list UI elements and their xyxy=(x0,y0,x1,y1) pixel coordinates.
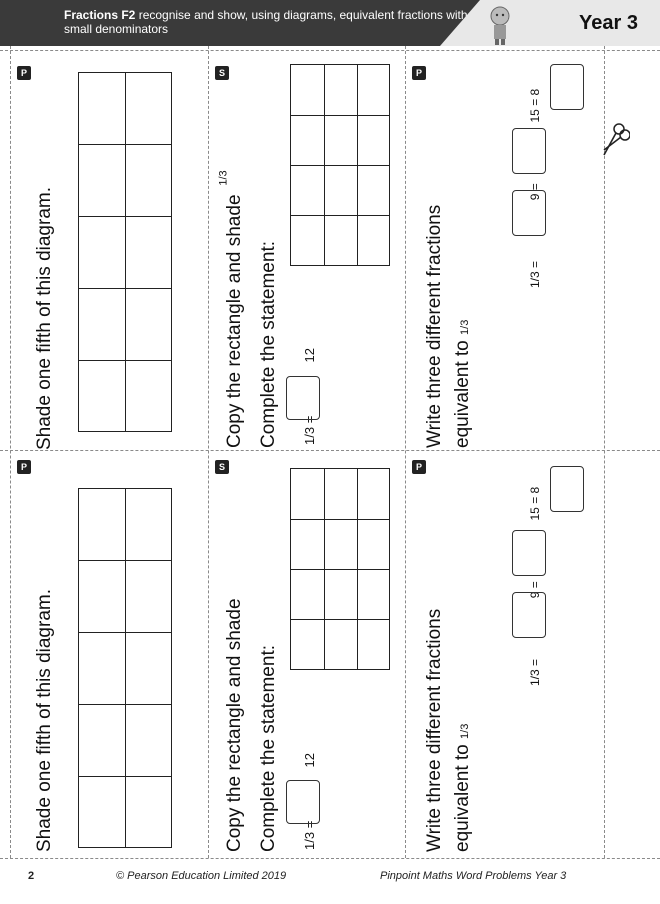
numerator: 1 xyxy=(302,842,317,850)
denominator: 3 xyxy=(528,271,542,278)
numerator: 8 xyxy=(528,486,542,494)
book-title: Pinpoint Maths Word Problems Year 3 xyxy=(380,870,566,882)
numerator: 1 xyxy=(459,328,471,335)
denominator: 3 xyxy=(302,831,317,840)
answer-box[interactable] xyxy=(512,190,546,236)
cut-line xyxy=(10,46,11,858)
card2-line1: Copy the rectangle and shade xyxy=(224,598,245,852)
book-title-text: Pinpoint Maths Word Problems Year 3 xyxy=(380,870,567,882)
card-badge-icon: P xyxy=(17,66,31,80)
denominator: 3 xyxy=(302,426,317,435)
cut-line xyxy=(208,46,209,858)
shade-diagram xyxy=(78,72,172,432)
answer-box[interactable] xyxy=(286,780,320,824)
numerator: 1 xyxy=(528,281,542,288)
card1-instruction: Shade one fifth of this diagram. xyxy=(34,589,55,852)
card-badge-icon: S xyxy=(215,460,229,474)
answer-box[interactable] xyxy=(512,592,546,638)
page-number: 2 xyxy=(28,870,35,882)
answer-box[interactable] xyxy=(512,530,546,576)
denominator: 3 xyxy=(528,669,542,676)
year-label: Year 3 xyxy=(579,12,638,34)
cut-line xyxy=(604,46,605,858)
topic-title: Fractions F2 xyxy=(64,8,136,22)
mascot-icon xyxy=(490,6,510,45)
denominator: 12 xyxy=(302,347,317,363)
copy-rectangle xyxy=(290,64,390,266)
copyright: © Pearson Education Limited 2019 xyxy=(116,870,286,882)
cut-line xyxy=(0,50,660,51)
answer-box[interactable] xyxy=(512,128,546,174)
topic-banner: Fractions F2 recognise and show, using d… xyxy=(0,0,480,46)
numerator: 1 xyxy=(217,179,230,186)
denominator: 3 xyxy=(217,170,230,177)
cut-line xyxy=(0,450,660,451)
card3-equation: 1/3 = 9 = 15 = 8 xyxy=(528,88,542,288)
card2-statement-label: Complete the statement: xyxy=(258,645,279,852)
answer-box[interactable] xyxy=(286,376,320,420)
card3-line1: Write three different fractions xyxy=(424,204,445,448)
card3-line1: Write three different fractions xyxy=(424,608,445,852)
card2-instruction: Copy the rectangle and shade xyxy=(224,194,246,448)
cut-line xyxy=(405,46,406,858)
denominator: 3 xyxy=(459,723,471,730)
fraction-one-third: 1/3 xyxy=(217,170,230,186)
answer-box[interactable] xyxy=(550,466,584,512)
numerator: 1 xyxy=(528,679,542,686)
scissors-icon xyxy=(603,123,630,156)
card-badge-icon: S xyxy=(215,66,229,80)
equals-sign: = xyxy=(528,658,542,666)
equals-sign: = xyxy=(528,496,542,504)
denominator: 15 xyxy=(528,507,542,521)
copyright-text: © Pearson Education Limited 2019 xyxy=(116,870,287,882)
numerator: 1 xyxy=(302,437,317,445)
card2-statement-label: Complete the statement: xyxy=(258,241,279,448)
card-badge-icon: P xyxy=(412,66,426,80)
numerator: 1 xyxy=(459,732,471,739)
card3-line2: equivalent to 1/3 xyxy=(452,319,473,448)
equals-sign: = xyxy=(528,98,542,106)
denominator: 3 xyxy=(459,319,471,326)
cut-line xyxy=(0,858,660,859)
topic-description: recognise and show, using diagrams, equi… xyxy=(64,8,468,36)
card3-line2: equivalent to 1/3 xyxy=(452,723,473,852)
card-badge-icon: P xyxy=(17,460,31,474)
denominator: 12 xyxy=(302,752,317,768)
equals-sign: = xyxy=(528,260,542,268)
card-badge-icon: P xyxy=(412,460,426,474)
shade-diagram xyxy=(78,488,172,848)
numerator: 8 xyxy=(528,88,542,96)
card3-line2-text: equivalent to xyxy=(452,744,473,852)
answer-box[interactable] xyxy=(550,64,584,110)
card3-equation: 1/3 = 9 = 15 = 8 xyxy=(528,486,542,686)
card2-line1: Copy the rectangle and shade xyxy=(224,194,245,448)
card3-line2-text: equivalent to xyxy=(452,340,473,448)
equals-sign: = xyxy=(528,581,542,589)
card1-instruction: Shade one fifth of this diagram. xyxy=(34,187,55,450)
page-header: Fractions F2 recognise and show, using d… xyxy=(0,0,660,46)
copy-rectangle xyxy=(290,468,390,670)
year-banner xyxy=(440,0,660,46)
card2-instruction: Copy the rectangle and shade xyxy=(224,598,246,852)
denominator: 15 xyxy=(528,109,542,123)
